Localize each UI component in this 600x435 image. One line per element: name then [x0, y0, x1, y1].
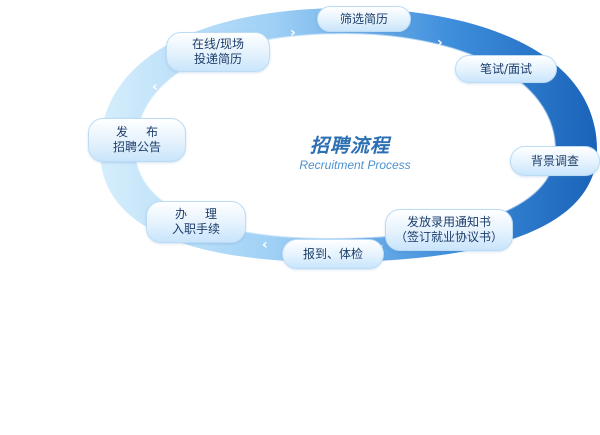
step-label: 办理	[174, 207, 235, 221]
step-label: 笔试/面试	[479, 61, 533, 76]
step-sublabel: （签订就业协议书）	[394, 230, 503, 244]
step-submit-resume: 在线/现场 投递简历	[166, 32, 270, 72]
diagram-title: 招聘流程	[309, 135, 390, 157]
step-publish-ad: 发布 招聘公告	[88, 118, 186, 162]
step-label: 发放录用通知书	[406, 215, 491, 229]
step-onboarding: 办理 入职手续	[146, 201, 246, 243]
step-sublabel: 投递简历	[193, 52, 242, 66]
chevron-down-icon: ›	[537, 105, 543, 121]
step-label: 背景调查	[530, 153, 579, 168]
step-checkin-medical: 报到、体检	[282, 239, 384, 269]
chevron-down-icon: ›	[508, 194, 514, 210]
chevron-up-icon: ‹	[152, 79, 158, 95]
diagram-subtitle: Recruitment Process	[299, 158, 411, 172]
step-background-check: 背景调查	[510, 146, 600, 176]
step-sublabel: 招聘公告	[112, 140, 161, 154]
step-screen-resumes: 筛选简历	[317, 6, 411, 32]
chevron-right-icon: ›	[290, 25, 296, 41]
step-label: 发布	[115, 125, 176, 139]
step-issue-offer: 发放录用通知书 （签订就业协议书）	[385, 209, 513, 251]
step-written-interview: 笔试/面试	[455, 55, 557, 83]
step-label: 报到、体检	[302, 246, 363, 261]
chevron-left-icon: ‹	[262, 237, 268, 253]
step-sublabel: 入职手续	[171, 222, 220, 236]
step-label: 筛选简历	[339, 11, 388, 26]
chevron-right-icon: ›	[437, 35, 443, 51]
step-label: 在线/现场	[191, 37, 245, 51]
